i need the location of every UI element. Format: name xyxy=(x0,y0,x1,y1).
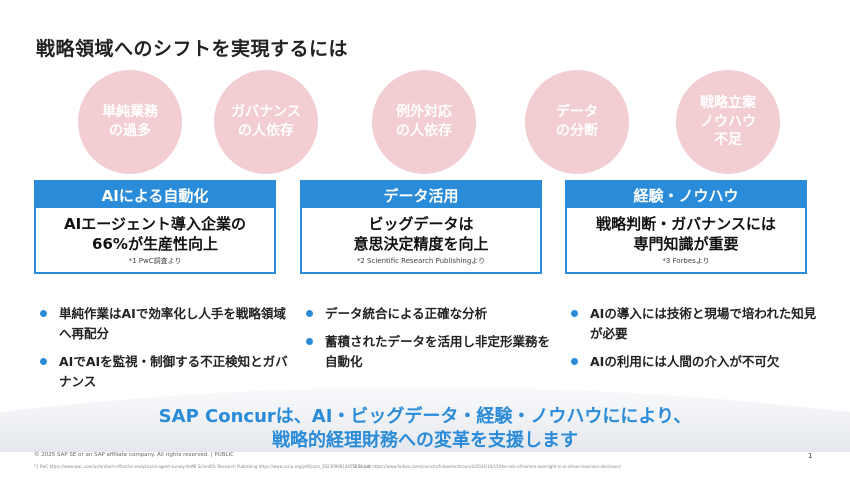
problem-label: ガバナンス の人依存 xyxy=(231,104,301,139)
bullet-list-data: データ統合による正確な分析 蓄積されたデータを活用し非定形業務を自動化 xyxy=(306,304,556,380)
footnote-scirp: *2 Scientific Research Publishing https:… xyxy=(192,464,371,469)
problem-label: 単純業務 の過多 xyxy=(102,104,158,139)
footnote-pwc: *1 PwC https://www.pwc.com/us/en/tech-ef… xyxy=(34,464,195,469)
bullet-list-ai: 単純作業はAIで効率化し人手を戦略領域へ再配分 AIでAIを監視・制御する不正検… xyxy=(40,304,290,400)
pillar-footnote: *1 PwC調査より xyxy=(128,256,182,265)
bullet-dot-icon xyxy=(306,310,313,317)
bullet-dot-icon xyxy=(571,310,578,317)
problem-label: 例外対応 の人依存 xyxy=(396,104,452,139)
pillar-footnote: *2 Scientific Research Publishingより xyxy=(356,256,486,265)
list-item: AIの導入には技術と現場で培われた知見が必要 xyxy=(571,304,821,344)
problem-label: 戦略立案 ノウハウ 不足 xyxy=(700,94,756,149)
pillar-footnote: *3 Forbesより xyxy=(662,256,710,265)
problem-circle: 例外対応 の人依存 xyxy=(372,70,476,174)
problem-circle: データ の分断 xyxy=(525,70,629,174)
pillar-ai-automation: AIによる自動化 AIエージェント導入企業の 66%が生産性向上 *1 PwC調… xyxy=(34,180,276,274)
problem-circle: ガバナンス の人依存 xyxy=(214,70,318,174)
closing-message-line-1: SAP Concurは、AI・ビッグデータ・経験・ノウハウににより、 xyxy=(158,406,692,427)
list-item: データ統合による正確な分析 xyxy=(306,304,556,324)
page-number: 1 xyxy=(808,452,813,460)
list-item: 単純作業はAIで効率化し人手を戦略領域へ再配分 xyxy=(40,304,290,344)
pillar-main-text: 戦略判断・ガバナンスには 専門知識が重要 xyxy=(596,215,776,254)
bullet-dot-icon xyxy=(40,358,47,365)
problem-label: データ の分断 xyxy=(556,104,598,139)
pillar-main-text: AIエージェント導入企業の 66%が生産性向上 xyxy=(64,215,246,254)
pillar-header: AIによる自動化 xyxy=(36,182,274,208)
copyright-notice: © 2025 SAP SE or an SAP affiliate compan… xyxy=(34,452,235,458)
list-item: AIでAIを監視・制御する不正検知とガバナンス xyxy=(40,352,290,392)
pillar-main-text: ビッグデータは 意思決定精度を向上 xyxy=(353,215,489,254)
footnote-forbes: *3 Forbes https://www.forbes.com/council… xyxy=(352,464,621,469)
message-band-background xyxy=(0,387,850,452)
closing-message-line-2: 戦略的経理財務への変革を支援します xyxy=(272,430,578,451)
page-title: 戦略領域へのシフトを実現するには xyxy=(36,38,349,60)
bullet-dot-icon xyxy=(571,358,578,365)
pillar-data-utilization: データ活用 ビッグデータは 意思決定精度を向上 *2 Scientific Re… xyxy=(300,180,542,274)
problem-circle: 単純業務 の過多 xyxy=(78,70,182,174)
problem-circle: 戦略立案 ノウハウ 不足 xyxy=(676,70,780,174)
list-item: 蓄積されたデータを活用し非定形業務を自動化 xyxy=(306,332,556,372)
list-item: AIの利用には人間の介入が不可欠 xyxy=(571,352,821,372)
bullet-dot-icon xyxy=(306,338,313,345)
pillar-experience-knowhow: 経験・ノウハウ 戦略判断・ガバナンスには 専門知識が重要 *3 Forbesより xyxy=(565,180,807,274)
pillar-header: データ活用 xyxy=(302,182,540,208)
bullet-list-experience: AIの導入には技術と現場で培われた知見が必要 AIの利用には人間の介入が不可欠 xyxy=(571,304,821,380)
bullet-dot-icon xyxy=(40,310,47,317)
pillar-header: 経験・ノウハウ xyxy=(567,182,805,208)
